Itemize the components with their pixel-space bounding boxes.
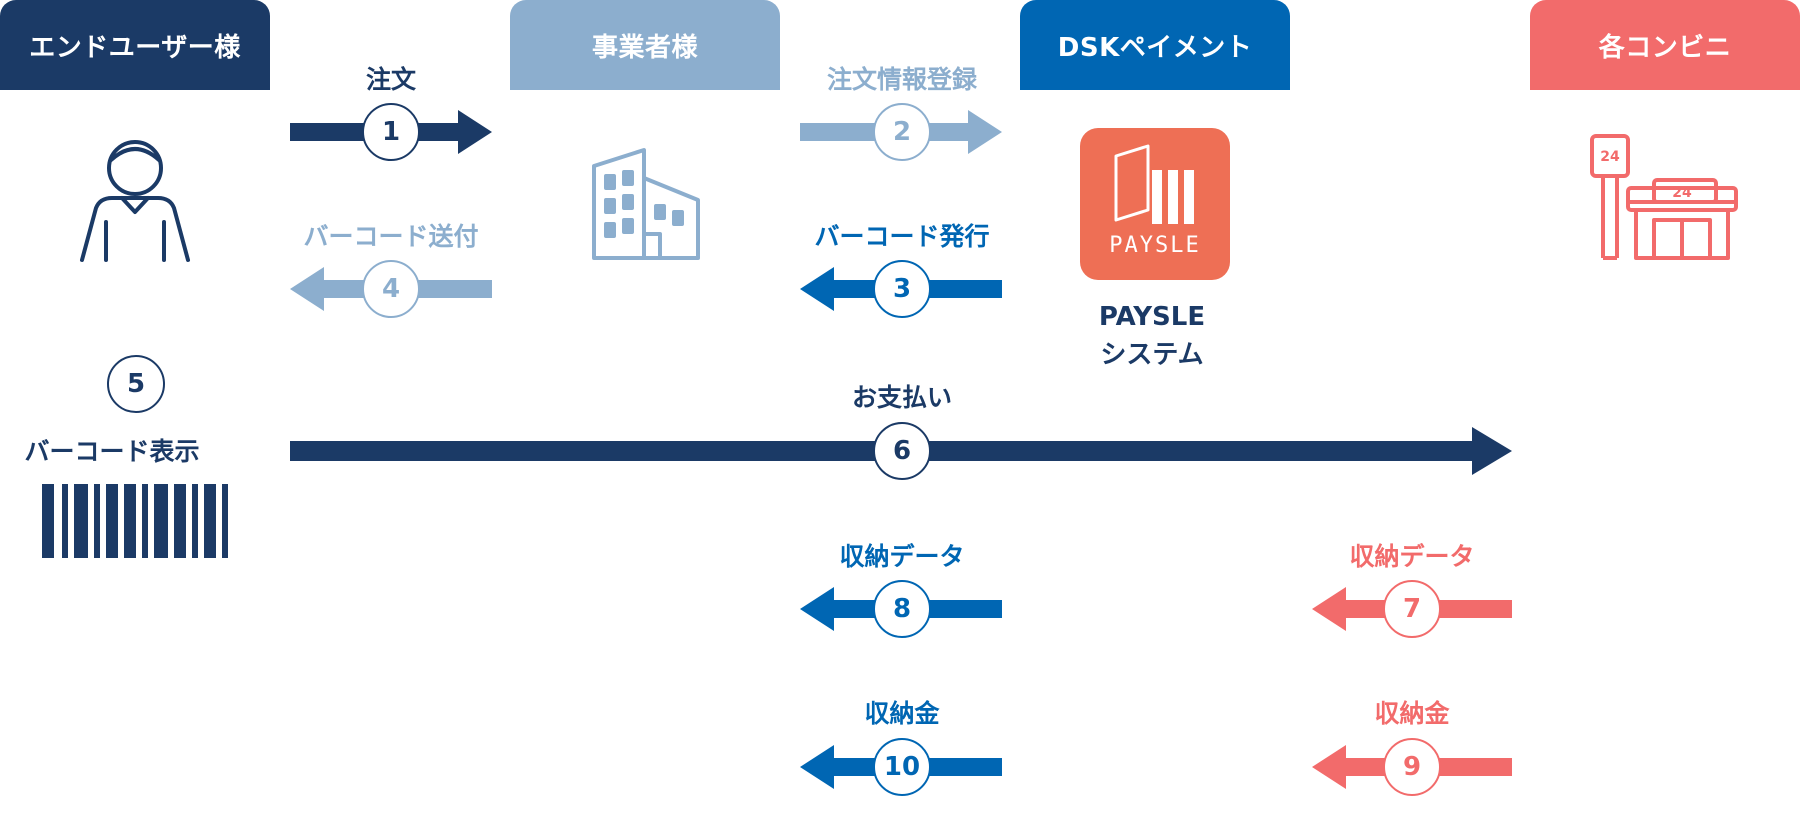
store-sign-roof: 24 xyxy=(1672,185,1692,201)
step-7-number: 7 xyxy=(1383,580,1441,638)
step-1-label: 注文 xyxy=(365,65,417,94)
step-2-number: 2 xyxy=(873,103,931,161)
step-9-number: 9 xyxy=(1383,738,1441,796)
step-4-number: 4 xyxy=(362,260,420,318)
header-business: 事業者様 xyxy=(510,0,780,90)
store-sign-small: 24 xyxy=(1600,149,1620,165)
step-6-number: 6 xyxy=(873,422,931,480)
step-6-label: お支払い xyxy=(851,383,953,412)
barcode-icon xyxy=(42,484,228,558)
header-dsk-payment: DSKペイメント xyxy=(1020,0,1290,90)
paysle-system-line2: システム xyxy=(1100,340,1204,370)
convenience-store-icon xyxy=(1590,134,1738,260)
step-3-label: バーコード発行 xyxy=(814,222,990,251)
header-end-user: エンドユーザー様 xyxy=(0,0,270,90)
building-icon xyxy=(592,148,700,260)
step-5-label: バーコード表示 xyxy=(24,437,200,466)
step-8-label: 収納データ xyxy=(839,542,965,571)
step-1-number: 1 xyxy=(362,103,420,161)
step-10-number: 10 xyxy=(873,738,931,796)
step-5-number: 5 xyxy=(107,355,165,413)
paysle-logo-icon: PAYSLE xyxy=(1080,128,1230,280)
step-7-label: 収納データ xyxy=(1349,542,1475,571)
person-icon xyxy=(80,140,190,262)
step-8-number: 8 xyxy=(873,580,931,638)
step-9-label: 収納金 xyxy=(1374,699,1450,728)
step-2-label: 注文情報登録 xyxy=(826,65,978,94)
paysle-system-label: PAYSLE システム xyxy=(1099,298,1205,374)
step-4-label: バーコード送付 xyxy=(303,222,479,251)
paysle-system-line1: PAYSLE xyxy=(1098,302,1206,332)
header-convenience: 各コンビニ xyxy=(1530,0,1800,90)
step-10-label: 収納金 xyxy=(864,699,940,728)
step-3-number: 3 xyxy=(873,260,931,318)
paysle-logo-text: PAYSLE xyxy=(1109,233,1201,258)
